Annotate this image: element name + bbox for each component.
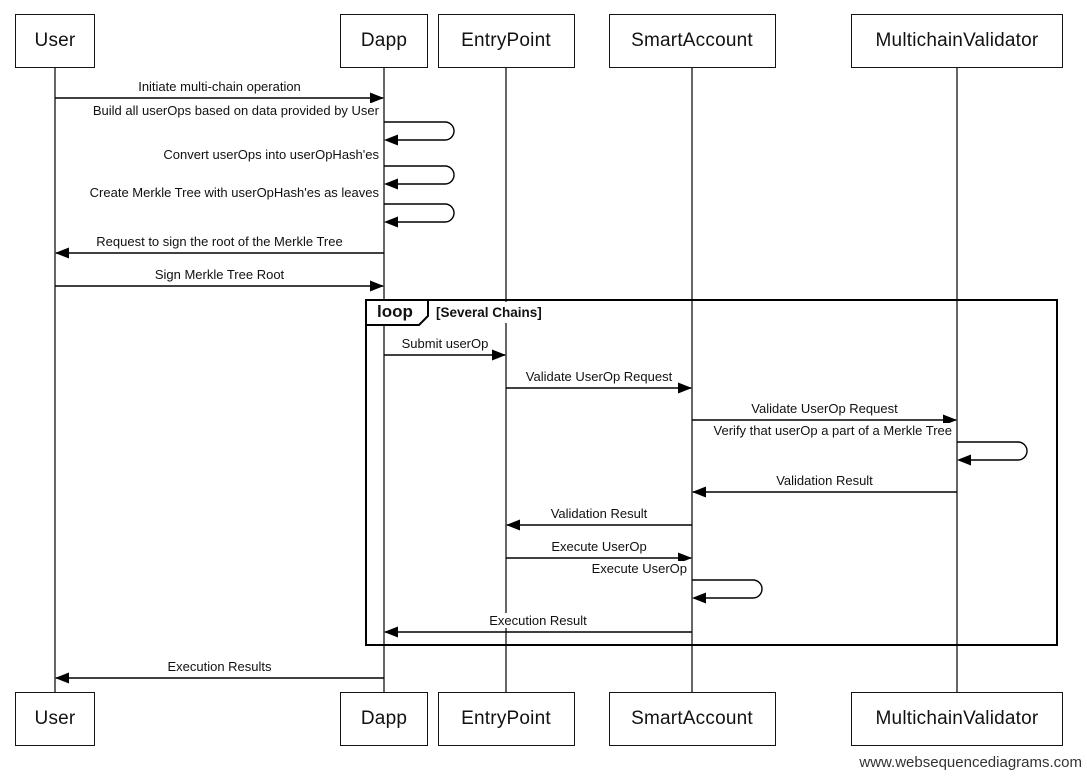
participant-label: MultichainValidator [875, 708, 1039, 729]
message-label: Verify that userOp a part of a Merkle Tr… [514, 423, 954, 439]
participant-label: MultichainValidator [875, 30, 1039, 51]
arrowhead [943, 414, 957, 426]
participant-box-dapp-top: Dapp [340, 14, 428, 68]
arrowhead [692, 486, 706, 498]
participant-box-user-top: User [15, 14, 95, 68]
message-label: Initiate multi-chain operation [55, 79, 384, 95]
participant-label: EntryPoint [461, 708, 551, 729]
message-label-text: Execution Results [165, 659, 274, 674]
message-label: Request to sign the root of the Merkle T… [55, 234, 384, 250]
message-label: Execution Result [384, 613, 692, 629]
participant-box-entrypoint-top: EntryPoint [437, 14, 575, 68]
message-label: Validation Result [506, 506, 692, 522]
message-label: Validate UserOp Request [692, 401, 957, 417]
participant-box-entrypoint-bottom: EntryPoint [437, 692, 575, 746]
participant-box-dapp-bottom: Dapp [340, 692, 428, 746]
arrowhead [370, 92, 384, 104]
message-label-text: Execution Result [487, 613, 589, 628]
self-message-line [384, 121, 455, 141]
message-label-text: Validation Result [548, 506, 650, 521]
message-label: Create Merkle Tree with userOpHash'es as… [0, 185, 381, 201]
arrowhead [506, 519, 520, 531]
message-label-text: Validate UserOp Request [523, 369, 675, 384]
arrowhead [492, 349, 506, 361]
message-label-text: Sign Merkle Tree Root [152, 267, 287, 282]
self-message-line [957, 441, 1028, 461]
loop-fragment-tab [365, 299, 429, 326]
message-label: Submit userOp [384, 336, 506, 352]
participant-box-user-bottom: User [15, 692, 95, 746]
arrowhead [384, 134, 398, 146]
message-label: Execute UserOp [249, 561, 689, 577]
arrowhead [692, 592, 706, 604]
self-message-line [384, 165, 455, 185]
loop-operator-label: loop [377, 302, 413, 321]
participant-label: User [34, 708, 76, 729]
arrowhead [384, 626, 398, 638]
participant-label: SmartAccount [631, 30, 753, 51]
message-label: Validate UserOp Request [506, 369, 692, 385]
message-label: Execution Results [55, 659, 384, 675]
message-label: Validation Result [692, 473, 957, 489]
message-label-text: Request to sign the root of the Merkle T… [94, 234, 345, 249]
message-label-text: Create Merkle Tree with userOpHash'es as… [87, 185, 381, 200]
participant-label: EntryPoint [461, 30, 551, 51]
message-label: Execute UserOp [506, 539, 692, 555]
arrowhead [678, 382, 692, 394]
participant-box-multichainvalidator-top: MultichainValidator [851, 14, 1063, 68]
message-label-text: Execute UserOp [589, 561, 689, 576]
arrowhead [370, 280, 384, 292]
message-label: Convert userOps into userOpHash'es [0, 147, 381, 163]
arrowhead [384, 178, 398, 190]
message-label-text: Execute UserOp [549, 539, 649, 554]
loop-fragment-border [365, 299, 1058, 646]
arrowhead [678, 552, 692, 564]
self-message-line [384, 203, 455, 223]
arrowhead [384, 216, 398, 228]
participant-label: User [34, 30, 76, 51]
watermark-text: www.websequencediagrams.com [859, 754, 1082, 771]
message-label-text: Submit userOp [399, 336, 491, 351]
message-label-text: Validate UserOp Request [749, 401, 900, 416]
participant-label: SmartAccount [631, 708, 753, 729]
message-label-text: Initiate multi-chain operation [136, 79, 303, 94]
loop-condition-label: [Several Chains] [433, 302, 545, 323]
message-label: Build all userOps based on data provided… [0, 103, 381, 119]
arrowhead [957, 454, 971, 466]
message-label-text: Validation Result [774, 473, 875, 488]
self-message-line [692, 579, 763, 599]
participant-label: Dapp [360, 30, 408, 51]
participant-box-smartaccount-top: SmartAccount [608, 14, 776, 68]
message-label-text: Verify that userOp a part of a Merkle Tr… [711, 423, 954, 438]
arrowhead [55, 672, 69, 684]
participant-label: Dapp [360, 708, 408, 729]
arrowhead [55, 247, 69, 259]
message-label-text: Convert userOps into userOpHash'es [161, 147, 381, 162]
participant-box-smartaccount-bottom: SmartAccount [608, 692, 776, 746]
message-label: Sign Merkle Tree Root [55, 267, 384, 283]
participant-box-multichainvalidator-bottom: MultichainValidator [851, 692, 1063, 746]
message-label-text: Build all userOps based on data provided… [90, 103, 381, 118]
